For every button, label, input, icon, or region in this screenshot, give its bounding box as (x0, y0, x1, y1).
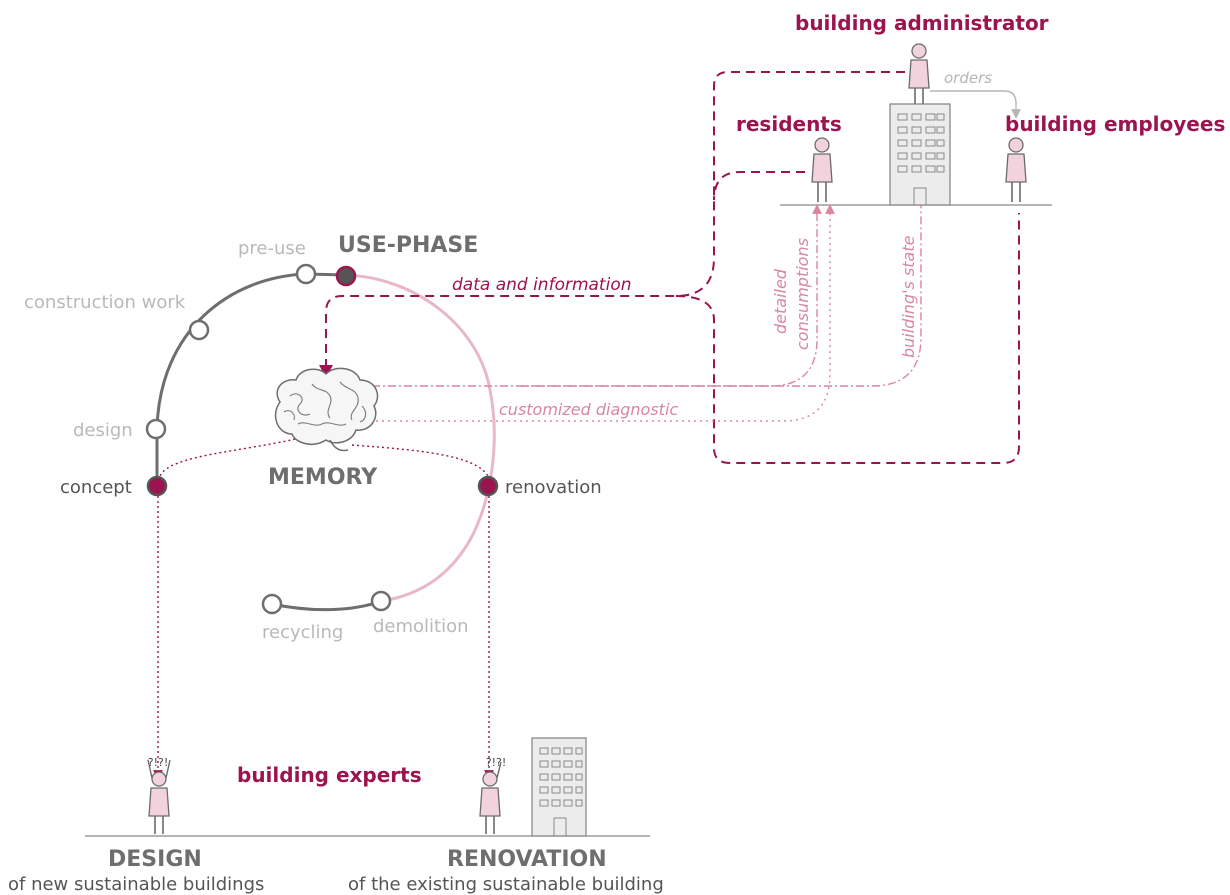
flow-employees-loop (675, 213, 1020, 464)
node-use-phase (335, 265, 357, 287)
label-demolition: demolition (373, 616, 469, 637)
lifecycle-arc-past (155, 272, 347, 485)
lifecycle-arc-future (345, 273, 496, 603)
person-icon (479, 761, 502, 834)
node-design (145, 418, 167, 440)
confusion-marks-renovation: ?!?! (486, 756, 507, 769)
outcome-renovation-subtitle: of the existing sustainable building (348, 874, 664, 895)
node-construction-work (188, 319, 210, 341)
label-design: design (73, 420, 133, 441)
label-pre-use: pre-use (238, 238, 306, 259)
label-memory: MEMORY (268, 465, 378, 490)
label-recycling: recycling (262, 622, 343, 643)
label-customized-diagnostic: customized diagnostic (499, 400, 678, 419)
lifecycle-arc-end (271, 599, 383, 612)
node-pre-use (295, 263, 317, 285)
label-residents: residents (736, 112, 842, 136)
building-icon (889, 103, 951, 206)
node-recycling (261, 593, 283, 615)
flow-memory-to-consumptions (356, 204, 822, 387)
outcome-design-title: DESIGN (108, 847, 202, 872)
label-use-phase: USE-PHASE (338, 233, 478, 258)
building-icon (531, 737, 587, 837)
orders-arrow (930, 90, 1021, 119)
label-building-experts: building experts (237, 763, 422, 787)
flow-memory-to-state (520, 104, 926, 387)
label-data-and-information: data and information (452, 275, 632, 295)
outcome-design-subtitle: of new sustainable buildings (8, 874, 264, 895)
flow-residents-to-data (713, 171, 805, 201)
person-icon (908, 43, 930, 104)
label-building-employees: building employees (1005, 112, 1225, 136)
flow-administrator-to-memory (319, 71, 905, 379)
node-demolition (370, 590, 392, 612)
label-renovation-phase: renovation (505, 477, 602, 498)
label-concept: concept (60, 477, 132, 498)
label-orders: orders (944, 69, 992, 87)
label-detailed: detailed (771, 268, 790, 334)
person-icon (811, 137, 833, 202)
person-icon (1005, 137, 1027, 202)
label-buildings-state: building's state (899, 235, 918, 358)
person-icon (147, 759, 171, 834)
label-construction-work: construction work (24, 292, 186, 313)
node-concept (146, 475, 168, 497)
confusion-marks-design: ?!?! (148, 756, 169, 769)
brain-icon (274, 367, 379, 452)
label-consumptions: consumptions (793, 238, 812, 350)
node-renovation (477, 475, 499, 497)
flow-memory-to-diagnostic (376, 204, 835, 422)
outcome-renovation-title: RENOVATION (447, 847, 607, 872)
dotted-memory-to-concept (159, 437, 301, 477)
label-building-administrator: building administrator (795, 11, 1049, 35)
